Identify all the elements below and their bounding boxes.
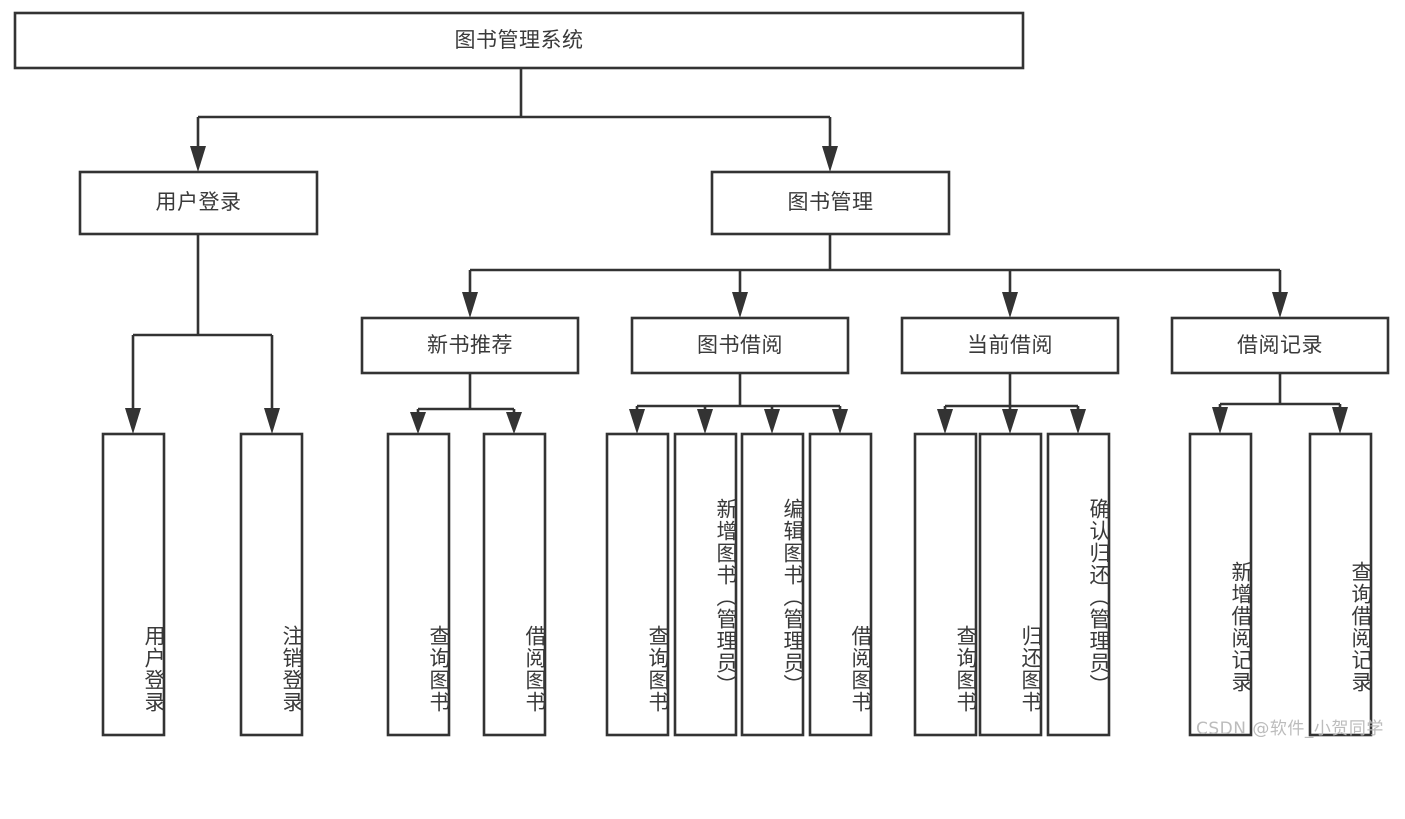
arrow-head-query-book-a [410, 412, 426, 434]
node-box-book-borrow[interactable] [630, 316, 850, 375]
node-box-leaf-return-book[interactable] [978, 432, 1043, 737]
node-box-user-login[interactable] [78, 170, 319, 236]
connector-group-new-book-rec [410, 373, 522, 434]
arrow-head-current-borrow [1002, 292, 1018, 318]
arrow-head-query-book-c [937, 409, 953, 434]
arrow-head-user-login [190, 146, 206, 172]
node-box-current-borrow[interactable] [900, 316, 1120, 375]
connector-group-user-login [125, 234, 280, 434]
node-box-leaf-borrow-book-b[interactable] [808, 432, 873, 737]
node-box-new-book-rec[interactable] [360, 316, 580, 375]
node-box-leaf-query-book-c[interactable] [913, 432, 978, 737]
node-box-leaf-user-login[interactable] [101, 432, 166, 737]
connector-group-book-mgmt [462, 234, 1288, 318]
node-box-leaf-add-record[interactable] [1188, 432, 1253, 737]
arrow-head-return-book [1002, 409, 1018, 434]
node-box-leaf-add-book[interactable] [673, 432, 738, 737]
node-box-leaf-query-book-b[interactable] [605, 432, 670, 737]
node-box-leaf-query-record[interactable] [1308, 432, 1373, 737]
arrow-head-query-record [1332, 407, 1348, 434]
node-box-borrow-record[interactable] [1170, 316, 1390, 375]
connector-group-book-borrow [629, 373, 848, 434]
arrow-head-leaf-user-login [125, 408, 141, 434]
arrow-head-book-borrow [732, 292, 748, 318]
arrow-head-borrow-book-b [832, 409, 848, 434]
arrow-head-add-book [697, 409, 713, 434]
arrow-head-borrow-record [1272, 292, 1288, 318]
node-box-book-mgmt[interactable] [710, 170, 951, 236]
diagram-canvas: 图书管理系统 用户登录 图书管理 新书推荐 图书借阅 当前借阅 借阅记录 用户登… [13, 11, 1390, 739]
arrow-head-leaf-logout [264, 408, 280, 434]
connector-group-borrow-record [1212, 373, 1348, 434]
node-box-leaf-logout[interactable] [239, 432, 304, 737]
node-box-leaf-edit-book[interactable] [740, 432, 805, 737]
node-box-leaf-query-book-a[interactable] [386, 432, 451, 737]
node-box-leaf-confirm-return[interactable] [1046, 432, 1111, 737]
arrow-head-confirm-return [1070, 409, 1086, 434]
diagram-svg [13, 11, 1390, 737]
connector-group-current-borrow [937, 373, 1086, 434]
arrow-head-new-book-rec [462, 292, 478, 318]
connector-group-root [190, 68, 838, 172]
arrow-head-borrow-book-a [506, 412, 522, 434]
arrow-head-book-mgmt [822, 146, 838, 172]
arrow-head-add-record [1212, 407, 1228, 434]
watermark-text: CSDN @软件_小贺同学 [1196, 719, 1384, 739]
arrow-head-edit-book [764, 409, 780, 434]
node-box-leaf-borrow-book-a[interactable] [482, 432, 547, 737]
node-box-root[interactable] [13, 11, 1025, 70]
arrow-head-query-book-b [629, 409, 645, 434]
